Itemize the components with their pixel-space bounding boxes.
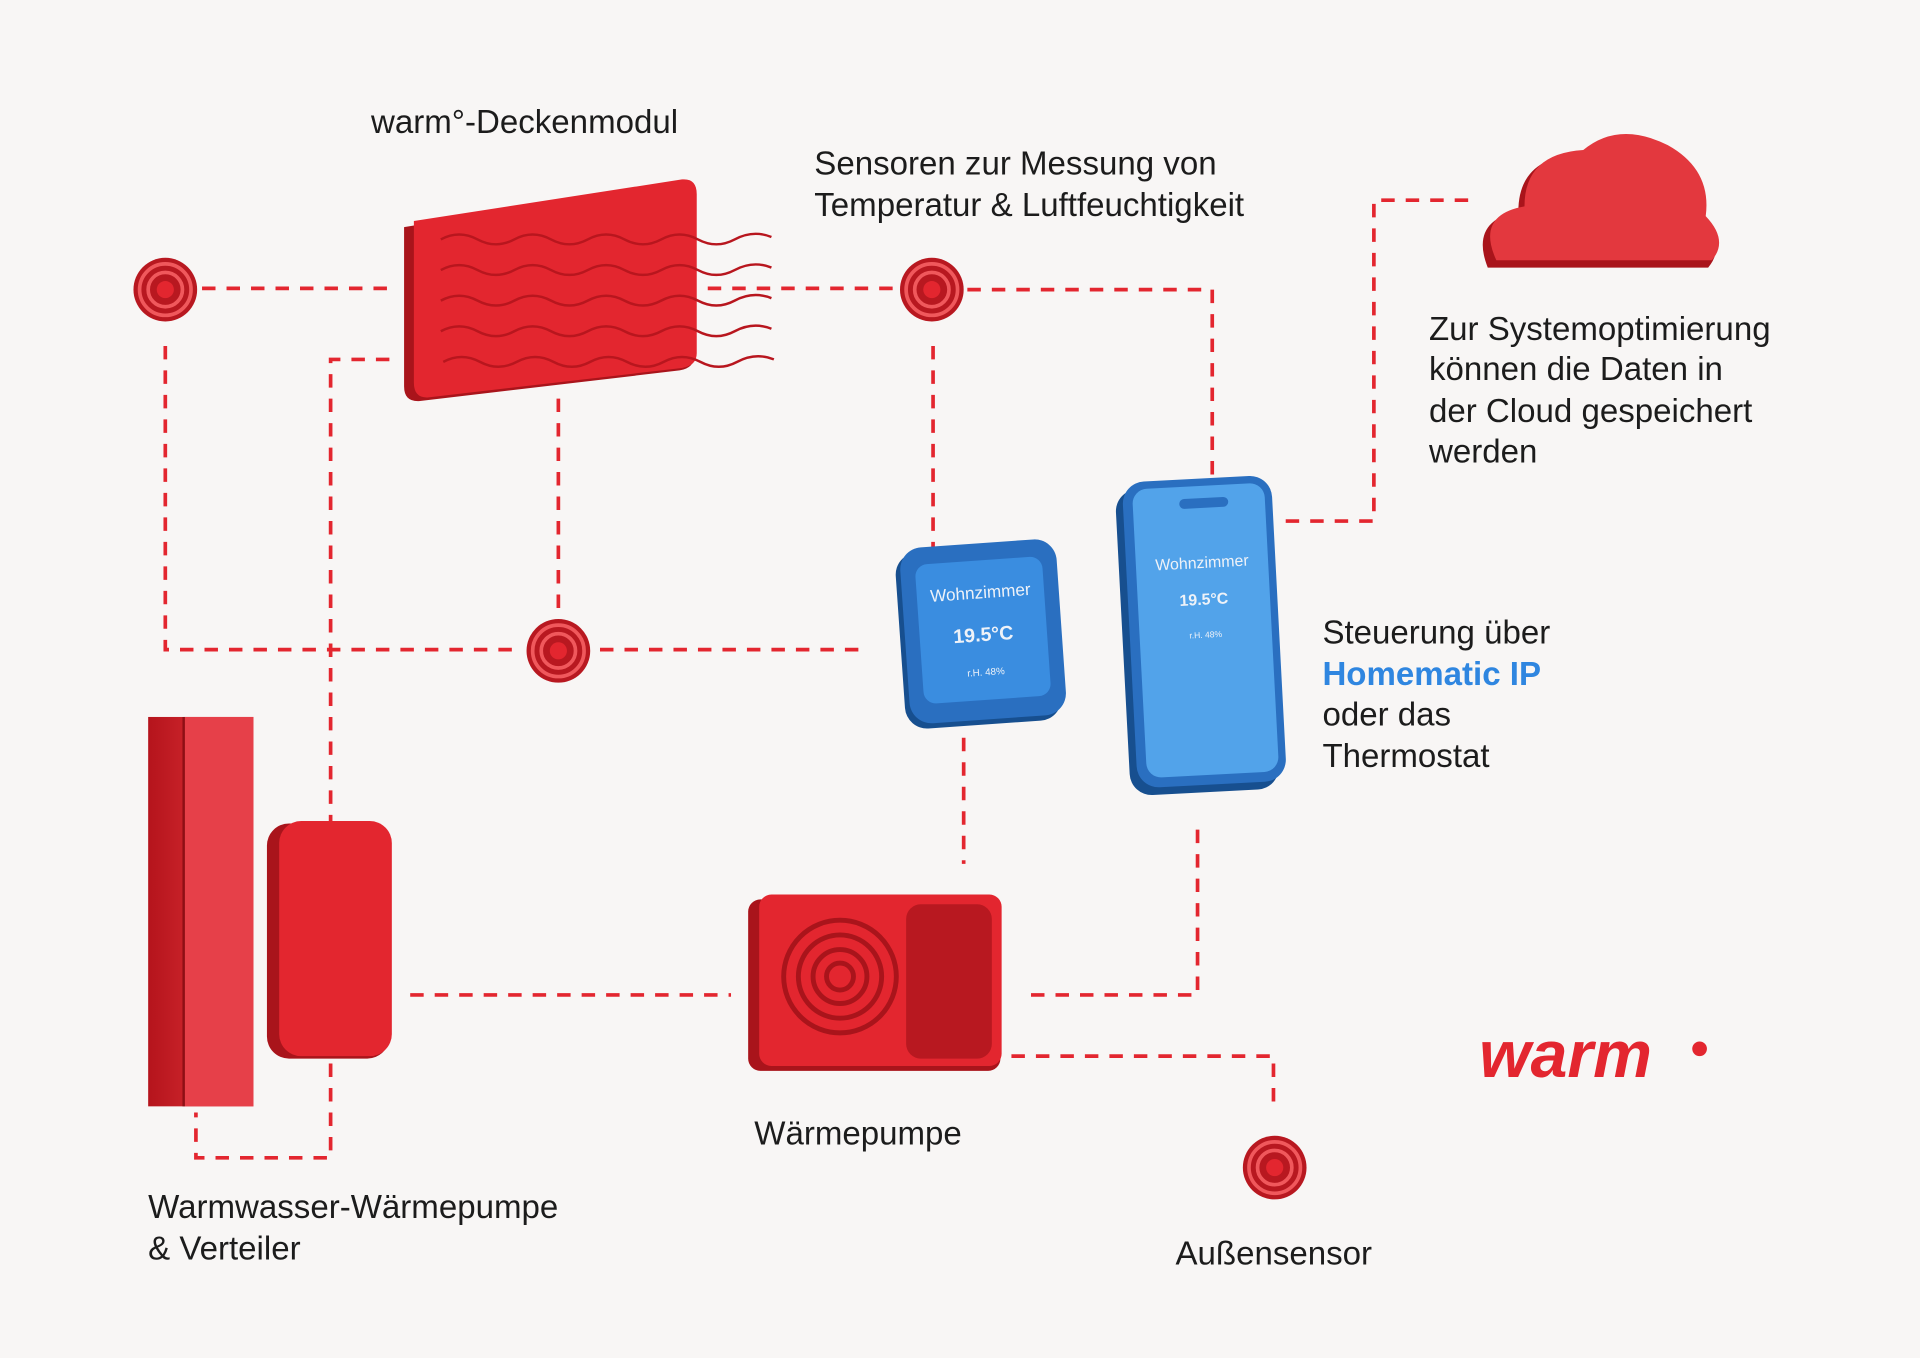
phone-room: Wohnzimmer [1155, 553, 1250, 575]
cloud-label-line4: werden [1428, 433, 1537, 470]
thermostat-humidity: r.H. 48% [967, 666, 1005, 680]
ceiling-module-label: warm°-Deckenmodul [370, 104, 678, 141]
ceiling-module [404, 179, 775, 402]
cloud-label-line2: können die Daten in [1429, 351, 1723, 388]
connector [1011, 1054, 1276, 1109]
outdoor-sensor-label: Außensensor [1176, 1235, 1373, 1272]
distributor [266, 821, 392, 1059]
hot-water-heat-pump [148, 716, 254, 1107]
thermostat: Wohnzimmer 19.5°C r.H. 48% [895, 539, 1066, 729]
sensors-label-line1: Sensoren zur Messung von [814, 146, 1216, 183]
fan-icon [781, 917, 899, 1036]
control-label-line3: oder das [1322, 697, 1451, 734]
sensor-center [526, 619, 591, 683]
connector [967, 287, 1215, 476]
outdoor-sensor [1242, 1135, 1307, 1200]
thermostat-temperature: 19.5°C [953, 622, 1014, 648]
hot-water-label-line1: Warmwasser-Wärmepumpe [148, 1189, 558, 1226]
connector [163, 345, 515, 652]
sensor-top-middle [900, 257, 964, 322]
control-label-line4: Thermostat [1322, 738, 1489, 775]
hot-water-label-line2: & Verteiler [148, 1230, 300, 1267]
control-label-line1: Steuerung über [1322, 614, 1550, 651]
cloud-label-line1: Zur Systemoptimierung [1429, 311, 1771, 348]
logo-text: warm [1479, 1018, 1652, 1092]
cloud-icon [1482, 133, 1720, 268]
connector [328, 357, 390, 822]
sensors-label-line2: Temperatur & Luftfeuchtigkeit [814, 187, 1244, 224]
connector [1285, 198, 1470, 523]
heat-pump [748, 894, 1002, 1071]
sensor-top-left [133, 257, 198, 322]
logo-dot [1692, 1041, 1707, 1057]
homematic-ip-label: Homematic IP [1322, 656, 1541, 693]
phone-temperature: 19.5°C [1179, 590, 1229, 610]
phone-humidity: r.H. 48% [1189, 629, 1223, 641]
connector [1031, 821, 1200, 997]
warm-logo: warm [1479, 1018, 1707, 1092]
connection-lines [163, 198, 1470, 1160]
connector [194, 1063, 333, 1160]
smartphone: Wohnzimmer 19.5°C r.H. 48% [1115, 475, 1286, 795]
heat-pump-label: Wärmepumpe [754, 1115, 962, 1152]
cloud-label-line3: der Cloud gespeichert [1429, 393, 1752, 430]
